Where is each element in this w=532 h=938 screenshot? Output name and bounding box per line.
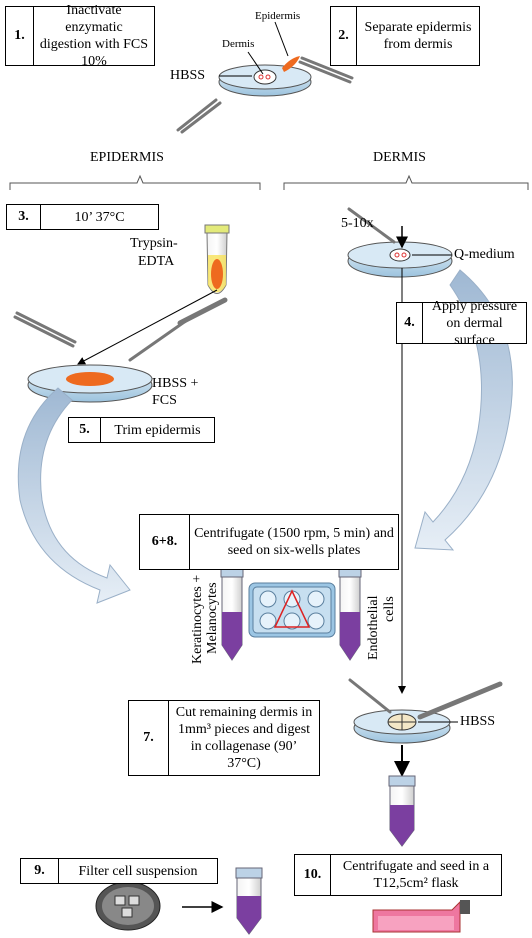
dermis-brace [283, 174, 529, 190]
step-4-box: 4. Apply pressure on dermal surface [396, 298, 527, 348]
epidermis-label: Epidermis [255, 10, 301, 22]
hbss-label-bottom: HBSS [460, 714, 496, 729]
step-9-text: Filter cell suspension [78, 863, 198, 879]
six-well-plate [248, 582, 336, 638]
section-dermis-title: DERMIS [373, 150, 426, 165]
edta-label: EDTA [138, 254, 175, 269]
dermis-leader [247, 51, 264, 75]
trypsin-label: Trypsin- [130, 236, 178, 251]
top-petri-dish [218, 56, 312, 97]
filter-tube [235, 867, 263, 935]
step-6-8-number: 6+8. [140, 515, 190, 569]
step-3-number: 3. [7, 205, 41, 229]
section-epidermis-title: EPIDERMIS [90, 150, 164, 165]
step-10-text: Centrifugate and seed in a T12,5cm² flas… [342, 859, 490, 891]
dermis-label: Dermis [222, 38, 255, 50]
step-6-8-text: Centrifugate (1500 rpm, 5 min) and seed … [194, 526, 394, 558]
epidermis-tools [13, 297, 228, 362]
epidermis-leader [274, 21, 289, 57]
epidermis-brace [9, 174, 261, 190]
step-6-8-box: 6+8. Centrifugate (1500 rpm, 5 min) and … [139, 514, 399, 570]
step-10-number: 10. [295, 855, 331, 895]
hbss-fcs-label-1: HBSS + [152, 376, 199, 391]
step-2-box: 2. Separate epidermis from dermis [330, 6, 480, 66]
repeat-label: 5-10x [341, 216, 374, 231]
endothelial-label-1: Endothelial [366, 595, 381, 660]
step-5-number: 5. [69, 418, 101, 442]
dermis-dish [347, 241, 453, 278]
hbss-label-top: HBSS [170, 68, 206, 83]
step-7-box: 7. Cut remaining dermis in 1mm³ pieces a… [128, 700, 320, 776]
keratinocytes-label: Keratinocytes + [190, 574, 205, 664]
epidermis-dish [27, 364, 153, 403]
dermis-needle [347, 207, 396, 244]
keratinocyte-tube [220, 567, 244, 661]
step-10-box: 10. Centrifugate and seed in a T12,5cm² … [294, 854, 502, 896]
step-1-box: 1. Inactivate enzymatic digestion with F… [5, 3, 155, 69]
q-medium-label: Q-medium [454, 247, 515, 262]
step-7-text: Cut remaining dermis in 1mm³ pieces and … [175, 705, 313, 771]
step-7-number: 7. [129, 701, 169, 775]
step-1-text: Inactivate enzymatic digestion with FCS … [39, 3, 149, 69]
step-2-number: 2. [331, 7, 357, 65]
step-9-number: 9. [21, 859, 59, 883]
step-5-box: 5. Trim epidermis [68, 417, 215, 443]
culture-flask [372, 900, 470, 933]
trypsin-arrow [77, 289, 218, 365]
step-2-text: Separate epidermis from dermis [364, 20, 472, 52]
step-1-number: 1. [6, 7, 34, 65]
step-4-text: Apply pressure on dermal surface [431, 298, 518, 348]
endothelial-tube [338, 567, 362, 661]
melanocytes-label: Melanocytes [205, 582, 220, 654]
cell-strainer [95, 881, 161, 931]
hbss-fcs-label-2: FCS [152, 393, 177, 408]
collagenase-dish [353, 709, 451, 744]
step-9-box: 9. Filter cell suspension [20, 858, 218, 884]
endothelial-label-2: cells [382, 596, 397, 622]
trypsin-tube [204, 224, 230, 294]
step-3-text: 10’ 37°C [74, 209, 125, 225]
curved-arrow-left [17, 387, 131, 604]
collagenase-tools [348, 678, 503, 720]
step-4-number: 4. [397, 303, 423, 343]
digestion-tube [388, 775, 416, 847]
step-5-text: Trim epidermis [114, 422, 201, 438]
step-3-box: 3. 10’ 37°C [6, 204, 159, 230]
top-tweezers [176, 56, 354, 134]
